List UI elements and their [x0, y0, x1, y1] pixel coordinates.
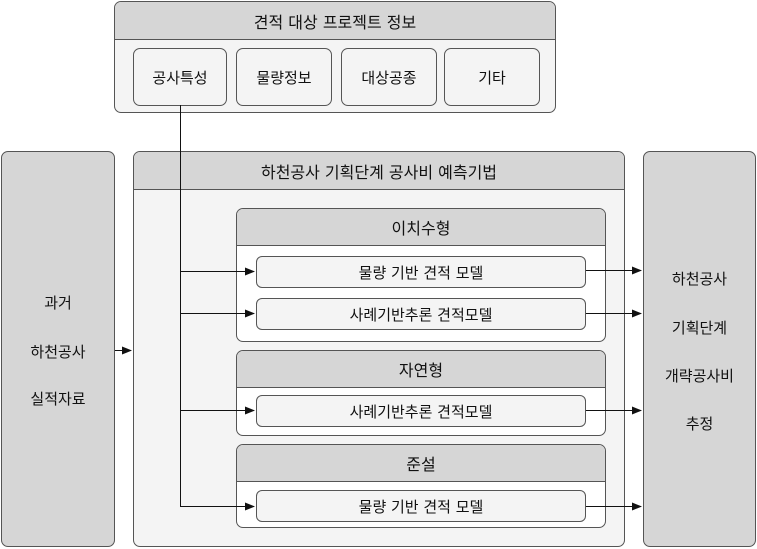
item-construction-characteristics: 공사특성: [133, 48, 227, 106]
historical-line-3: 실적자료: [30, 390, 86, 408]
item-etc: 기타: [444, 48, 540, 106]
group-dredging-title: 준설: [237, 445, 605, 482]
result-line-1: 하천공사: [671, 270, 728, 288]
group-nature-friendly: 자연형: [236, 350, 606, 436]
historical-line-1: 과거: [44, 294, 72, 312]
model-quantity-based-2: 물량 기반 견적 모델: [256, 490, 586, 522]
item-target-work-type: 대상공종: [341, 48, 437, 106]
model-case-based-1: 사례기반추론 견적모델: [256, 298, 586, 330]
result-line-3: 개략공사비: [664, 367, 734, 385]
estimation-method-title: 하천공사 기획단계 공사비 예측기법: [134, 152, 624, 190]
model-case-based-2: 사례기반추론 견적모델: [256, 395, 586, 427]
result-line-4: 추정: [685, 415, 714, 433]
project-info-title: 견적 대상 프로젝트 정보: [115, 2, 555, 40]
historical-data-box: 과거 하천공사 실적자료: [1, 151, 115, 547]
historical-line-2: 하천공사: [30, 343, 86, 361]
result-line-2: 기획단계: [671, 319, 728, 337]
model-quantity-based-1: 물량 기반 견적 모델: [256, 256, 586, 288]
group-nature-friendly-title: 자연형: [237, 351, 605, 388]
item-quantity-info: 물량정보: [236, 48, 332, 106]
estimate-result-box: 하천공사 기획단계 개략공사비 추정: [643, 151, 756, 547]
group-flood-control-title: 이치수형: [237, 209, 605, 246]
project-info-box: 견적 대상 프로젝트 정보 공사특성 물량정보 대상공종 기타: [114, 1, 556, 113]
